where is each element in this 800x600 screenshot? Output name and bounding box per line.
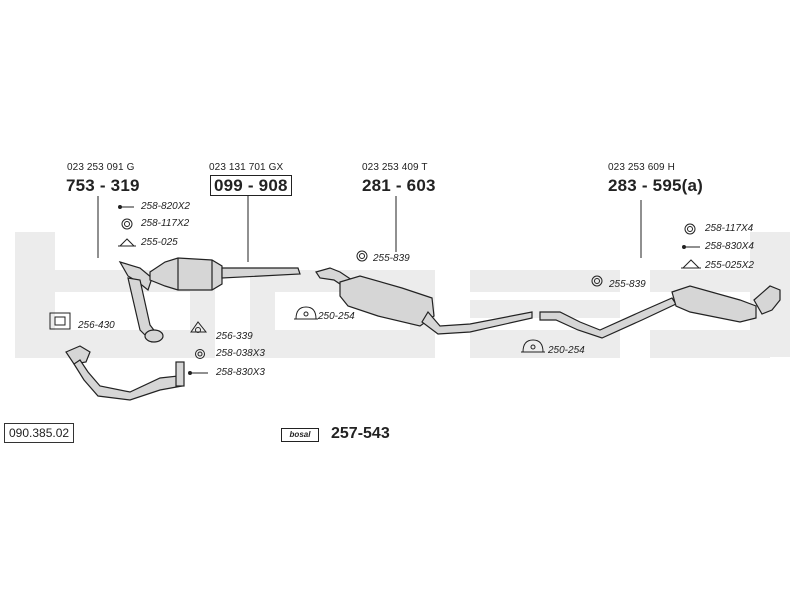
hanger-icon-2 — [522, 339, 544, 353]
oem-number-753: 023 253 091 G — [67, 162, 135, 173]
flex-section — [65, 345, 185, 401]
catalytic-converter-099-908 — [149, 257, 301, 291]
accessory-label: 255-839 — [609, 279, 646, 290]
bosal-logo: bosal — [281, 428, 319, 442]
accessory-label: 258-830X3 — [216, 367, 265, 378]
bracket-icon-2 — [682, 259, 700, 269]
part-number-283[interactable]: 283 - 595(a) — [608, 176, 704, 195]
centre-silencer-281-603 — [315, 267, 533, 335]
front-pipe-753-319 — [118, 260, 164, 343]
rubber-ring-icon — [356, 250, 368, 262]
accessory-label: 258-830X4 — [705, 241, 754, 252]
gasket-icon — [121, 218, 133, 230]
accessory-label: 250-254 — [548, 345, 585, 356]
accessory-label: 255-025X2 — [705, 260, 754, 271]
rubber-ring-icon-2 — [591, 275, 603, 287]
accessory-label: 256-339 — [216, 331, 253, 342]
oem-number-283: 023 253 609 H — [608, 162, 675, 173]
diagram-reference-number: 090.385.02 — [4, 423, 75, 443]
gasket-icon-2 — [684, 223, 696, 235]
accessory-label: 258-117X4 — [705, 223, 754, 234]
accessory-label: 250-254 — [318, 311, 355, 322]
kit-number[interactable]: 257-543 — [331, 425, 390, 442]
part-number-753[interactable]: 753 - 319 — [66, 176, 140, 195]
bracket-icon — [119, 238, 135, 247]
rear-silencer-283-595 — [539, 285, 781, 339]
flange-icon — [49, 312, 71, 330]
accessory-label: 255-839 — [373, 253, 410, 264]
brand-watermark — [15, 232, 790, 358]
hanger-icon — [295, 306, 317, 320]
accessory-label: 258-117X2 — [141, 218, 190, 229]
part-number-281[interactable]: 281 - 603 — [362, 176, 436, 195]
part-number-099[interactable]: 099 - 908 — [210, 175, 292, 196]
accessory-label: 255-025 — [141, 237, 178, 248]
accessory-label: 258-038X3 — [216, 348, 265, 359]
oem-number-099: 023 131 701 GX — [209, 162, 284, 173]
accessory-label: 256-430 — [78, 320, 115, 331]
accessory-label: 258-820X2 — [141, 201, 190, 212]
nut-icon — [195, 349, 205, 359]
oem-number-281: 023 253 409 T — [362, 162, 428, 173]
